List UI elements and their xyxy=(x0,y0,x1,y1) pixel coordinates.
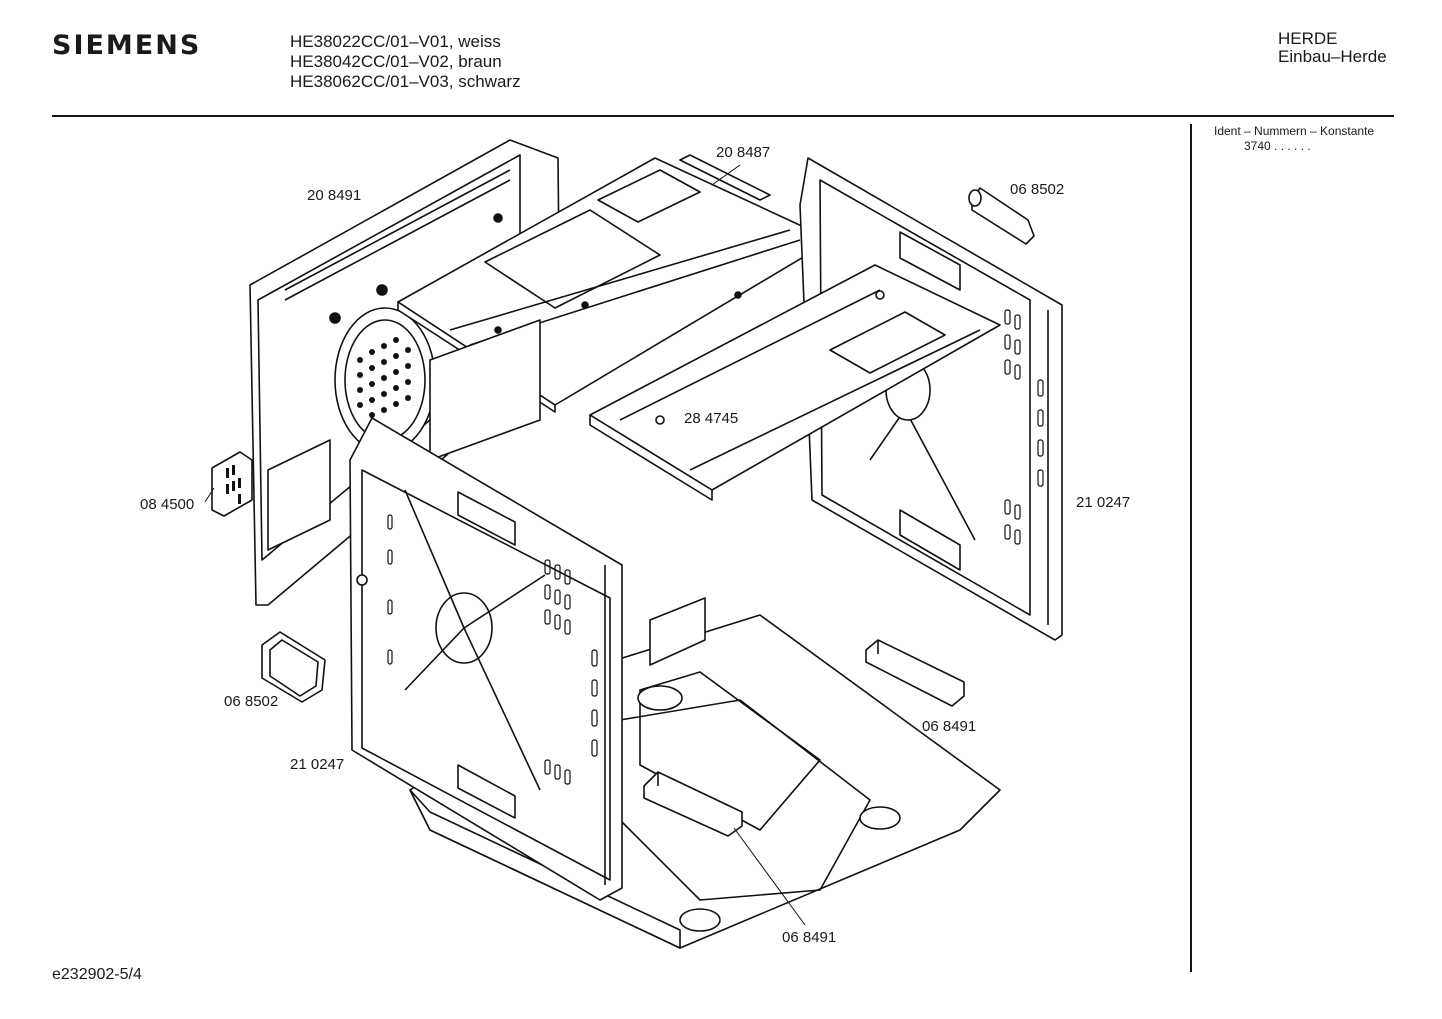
part-label: 20 8491 xyxy=(307,187,361,204)
part-label: 28 4745 xyxy=(684,410,738,427)
rear-shelf xyxy=(589,264,1001,501)
part-label: 21 0247 xyxy=(290,756,344,773)
top-panel xyxy=(397,154,833,461)
model-list: HE38022CC/01–V01, weiss HE38042CC/01–V02… xyxy=(290,32,521,92)
part-label: 21 0247 xyxy=(1076,494,1130,511)
ident-value: 3740 . . . . . . xyxy=(1214,139,1374,154)
category-block: HERDE Einbau–Herde xyxy=(1278,30,1387,66)
drawing-code: e232902-5/4 xyxy=(52,966,142,983)
bracket-part-bottom xyxy=(643,771,743,837)
handle-part-left xyxy=(261,631,326,703)
bracket-part-right xyxy=(865,639,965,707)
leader-lines xyxy=(204,164,806,926)
ident-number: 3740 xyxy=(1244,139,1271,153)
part-label: 08 4500 xyxy=(140,496,194,513)
ident-dots: . . . . . . xyxy=(1274,139,1311,153)
handle-part-top xyxy=(968,187,1035,245)
category-subtitle: Einbau–Herde xyxy=(1278,47,1387,66)
header-divider xyxy=(52,115,1394,117)
brand-logo: SIEMENS xyxy=(52,30,202,61)
model-line: HE38022CC/01–V01, weiss xyxy=(290,32,501,51)
part-label: 06 8502 xyxy=(1010,181,1064,198)
side-divider xyxy=(1190,124,1192,972)
part-label: 06 8491 xyxy=(922,718,976,735)
front-panel xyxy=(349,417,623,901)
ident-block: Ident – Nummern – Konstante 3740 . . . .… xyxy=(1214,124,1374,154)
side-vent-part xyxy=(211,451,253,517)
part-label: 06 8502 xyxy=(224,693,278,710)
model-line: HE38042CC/01–V02, braun xyxy=(290,52,502,71)
part-label: 20 8487 xyxy=(716,144,770,161)
part-label: 06 8491 xyxy=(782,929,836,946)
category-title: HERDE xyxy=(1278,29,1338,48)
model-line: HE38062CC/01–V03, schwarz xyxy=(290,72,521,91)
ident-label: Ident – Nummern – Konstante xyxy=(1214,124,1375,138)
